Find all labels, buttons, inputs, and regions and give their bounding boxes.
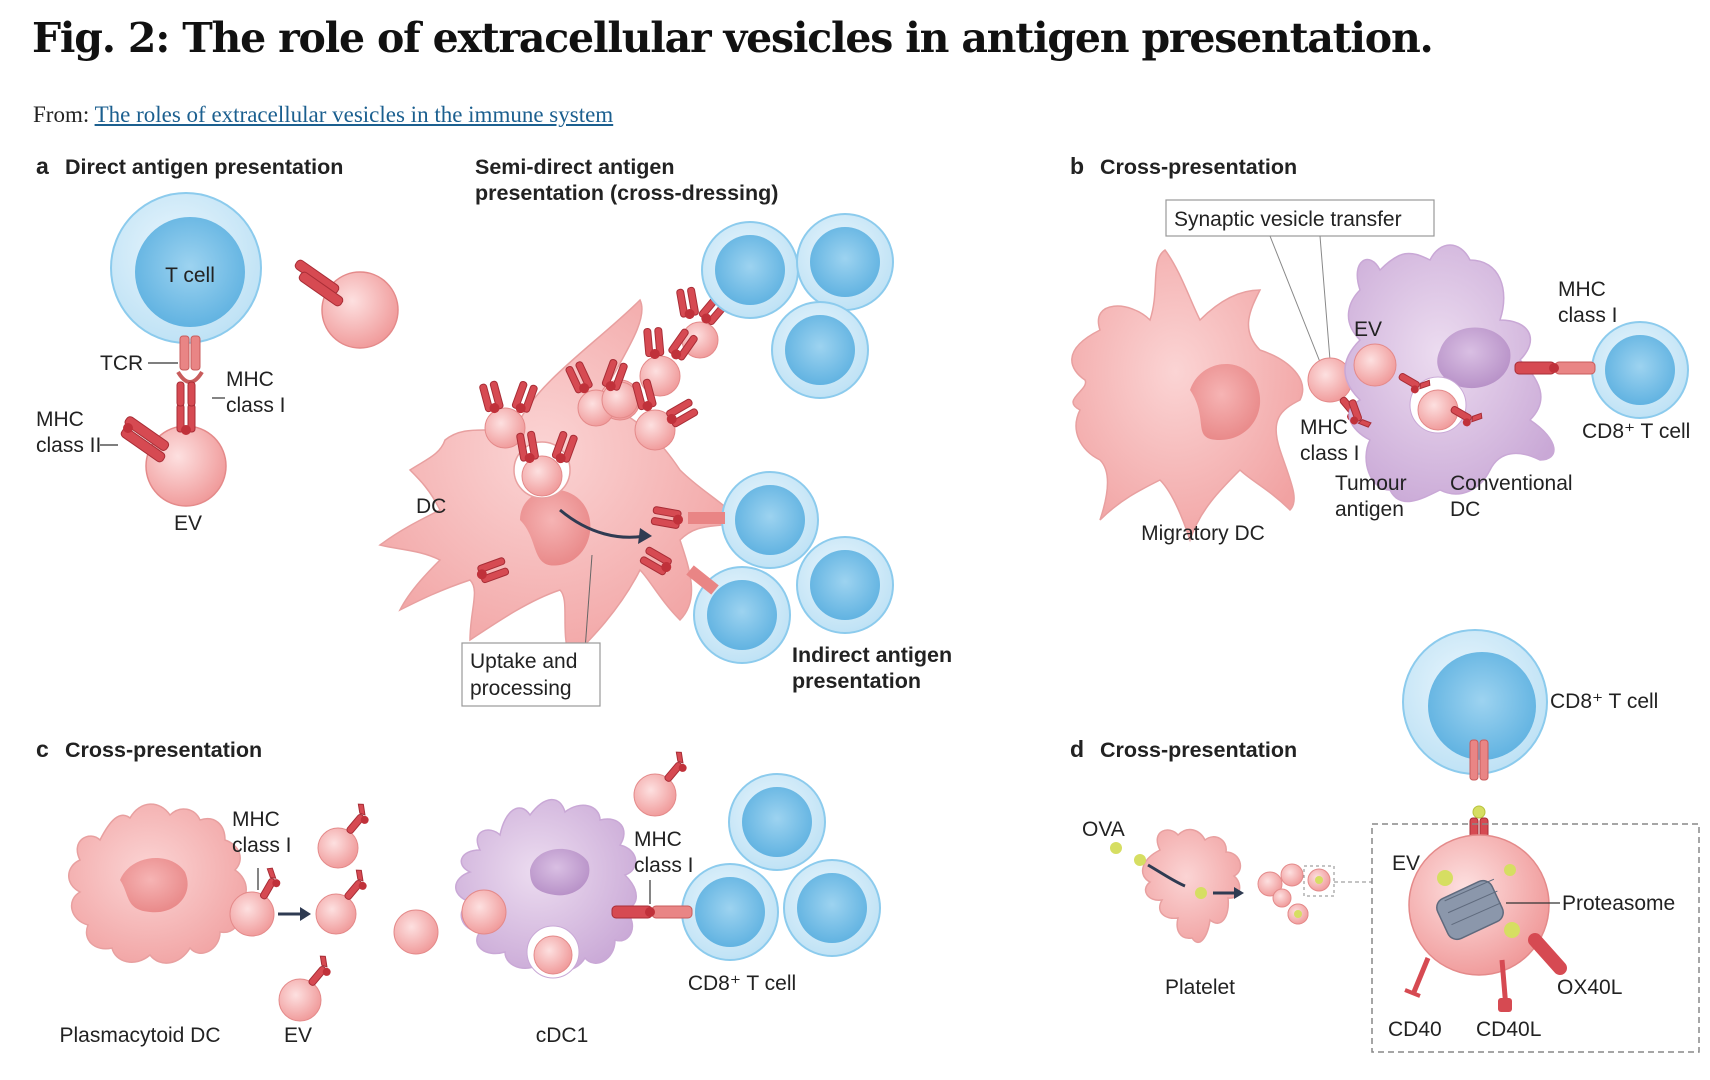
source-line: From: The roles of extracellular vesicle…	[33, 102, 613, 128]
ev-label-b: EV	[1354, 318, 1382, 341]
t-cell-label: T cell	[165, 264, 215, 287]
mhc-i-left-label-1: MHC	[232, 808, 280, 831]
cd8-t-cell-b	[1591, 321, 1689, 419]
proteasome-label: Proteasome	[1562, 892, 1675, 915]
figure-title: Fig. 2: The role of extracellular vesicl…	[32, 14, 1434, 62]
released-evs	[1287, 865, 1372, 925]
synaptic-box	[1165, 199, 1435, 237]
free-ev-mhc-ii	[294, 259, 399, 349]
panel-c-letter: c	[36, 736, 49, 762]
panel-a-letter: a	[36, 153, 49, 179]
cdc1-cell	[455, 798, 637, 979]
cd8-label-b: CD8⁺ T cell	[1582, 420, 1690, 443]
panel-b-letter: b	[1070, 153, 1084, 179]
ev-transfer-arrow-head	[300, 907, 311, 921]
mhc-i-top-label-2: class I	[1558, 304, 1618, 327]
mhc-i-top-label-1: MHC	[1558, 278, 1606, 301]
conventional-dc-label-1: Conventional	[1450, 472, 1573, 495]
ox40l-label: OX40L	[1557, 976, 1622, 999]
uptake-box	[461, 642, 601, 707]
ev-label-d: EV	[1392, 852, 1420, 875]
uptake-arrow	[559, 508, 646, 539]
synaptic-label: Synaptic vesicle transfer	[1174, 208, 1402, 231]
plasmacytoid-dc	[68, 803, 247, 964]
semi-direct-heading-2: presentation (cross-dressing)	[475, 181, 778, 205]
source-article-link[interactable]: The roles of extracellular vesicles in t…	[94, 102, 614, 127]
mhc-i-bottom-label-1: MHC	[1300, 416, 1348, 439]
indirect-heading-1: Indirect antigen	[792, 643, 952, 667]
migratory-dc	[1071, 248, 1304, 543]
panel-b: b Cross-presentation Synaptic vesicle tr…	[1070, 153, 1690, 545]
cd8-label-c: CD8⁺ T cell	[688, 972, 796, 995]
tumour-antigen-label-2: antigen	[1335, 498, 1404, 521]
t-cells-semi-direct	[701, 213, 894, 399]
t-cells-panel-c	[681, 773, 881, 961]
tcr-label: TCR	[100, 352, 143, 375]
mhc-i-right-label-1: MHC	[634, 828, 682, 851]
tcr-indirect	[686, 512, 725, 595]
from-prefix: From:	[33, 102, 90, 127]
cd40l-label: CD40L	[1476, 1018, 1541, 1041]
ova-particles	[1110, 842, 1146, 866]
indirect-heading-2: presentation	[792, 669, 921, 693]
plasmacytoid-label: Plasmacytoid DC	[59, 1024, 220, 1047]
mhc-i-left-label-2: class I	[232, 834, 292, 857]
mhc-class-i-direct	[176, 381, 196, 436]
conventional-dc-label-2: DC	[1450, 498, 1480, 521]
ova-uptake-arrow	[1147, 863, 1186, 888]
panel-d: d Cross-presentation CD8⁺ T cell Proteas…	[1070, 629, 1700, 1053]
semi-direct-heading-1: Semi-direct antigen	[475, 155, 675, 179]
uptake-label-1: Uptake and	[470, 650, 577, 673]
panel-b-heading: Cross-presentation	[1100, 155, 1297, 179]
ev-surface-molecules	[1404, 933, 1567, 1012]
cdc1-label: cDC1	[536, 1024, 589, 1047]
cd8-label-d: CD8⁺ T cell	[1550, 690, 1658, 713]
panel-a-heading: Direct antigen presentation	[65, 155, 343, 179]
platelet-label: Platelet	[1165, 976, 1235, 999]
mhc-ii-label-2: class II	[36, 434, 101, 457]
mhc-i-label-1: MHC	[226, 368, 274, 391]
ev-label-direct: EV	[174, 512, 202, 535]
uptake-label-2: processing	[470, 677, 572, 700]
ova-label: OVA	[1082, 818, 1125, 841]
ev-zoom-box	[1371, 823, 1700, 1053]
migratory-dc-label: Migratory DC	[1141, 522, 1265, 545]
synaptic-leaders	[1269, 235, 1331, 363]
ev-label-c: EV	[284, 1024, 312, 1047]
mhc-tcr-synapse-c	[611, 905, 693, 919]
mhc-ii-label-1: MHC	[36, 408, 84, 431]
mhc-tcr-synapse-b	[1514, 361, 1596, 375]
dc-label: DC	[416, 495, 446, 518]
t-cells-indirect	[693, 471, 894, 664]
conventional-dc	[1344, 244, 1555, 503]
cd40-label: CD40	[1388, 1018, 1442, 1041]
tumour-antigen-label-1: Tumour	[1335, 472, 1407, 495]
proteasome	[1436, 878, 1504, 941]
panel-a: a Direct antigen presentation T cell TCR	[36, 153, 952, 707]
uptake-leader	[584, 554, 593, 651]
panel-c: c Cross-presentation Plasmacytoid DC MHC…	[36, 736, 881, 1047]
t-cell-direct	[110, 192, 262, 344]
panel-d-heading: Cross-presentation	[1100, 738, 1297, 762]
mhc-i-bottom-label-2: class I	[1300, 442, 1360, 465]
platelet	[1141, 828, 1309, 944]
evs-panel-c	[229, 749, 694, 1022]
mhc-class-ii-direct	[120, 416, 170, 463]
ova-release-arrow-head	[1234, 887, 1244, 899]
panel-d-letter: d	[1070, 736, 1084, 762]
dendritic-cell	[378, 298, 742, 662]
mhc-i-right-label-2: class I	[634, 854, 694, 877]
panel-c-heading: Cross-presentation	[65, 738, 262, 762]
mhc-i-label-2: class I	[226, 394, 286, 417]
uptake-arrow-head	[638, 528, 652, 544]
